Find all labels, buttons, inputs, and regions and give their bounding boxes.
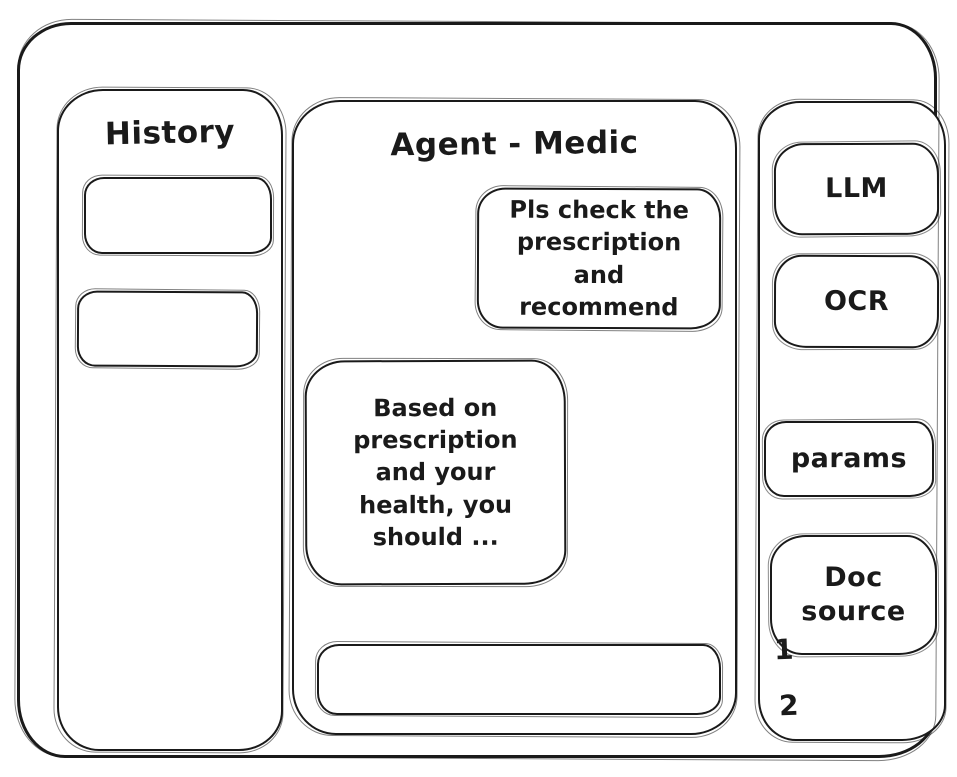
doc-source-button-label: Doc source xyxy=(801,562,906,627)
assistant-message-bubble: Based on prescription and your health, y… xyxy=(304,359,567,586)
chat-input[interactable] xyxy=(317,644,721,715)
history-item-2[interactable] xyxy=(76,290,259,368)
params-button-label: params xyxy=(790,443,908,475)
history-title: History xyxy=(104,113,236,153)
ocr-button-label: OCR xyxy=(823,285,890,317)
chat-input-field[interactable] xyxy=(319,646,719,713)
doc-source-item-2[interactable]: 2 xyxy=(778,688,800,723)
user-message-bubble: Pls check the prescription and recommend xyxy=(476,187,722,330)
llm-button[interactable]: LLM xyxy=(773,142,940,236)
doc-source-item-1[interactable]: 1 xyxy=(773,632,795,667)
assistant-message-text: Based on prescription and your health, y… xyxy=(353,393,518,552)
params-button[interactable]: params xyxy=(764,421,934,497)
user-message-text: Pls check the prescription and recommend xyxy=(509,195,689,322)
doc-source-button[interactable]: Doc source xyxy=(770,535,937,655)
tools-panel: LLM OCR params Doc source 1 2 xyxy=(758,101,946,741)
chat-panel: Agent - Medic Pls check the prescription… xyxy=(292,100,737,735)
history-panel: History xyxy=(57,89,283,751)
llm-button-label: LLM xyxy=(825,173,888,205)
ocr-button[interactable]: OCR xyxy=(773,254,940,349)
history-item-1[interactable] xyxy=(84,177,272,254)
app-window-frame: History Agent - Medic Pls check the pres… xyxy=(17,22,946,758)
chat-title: Agent - Medic xyxy=(390,124,639,164)
